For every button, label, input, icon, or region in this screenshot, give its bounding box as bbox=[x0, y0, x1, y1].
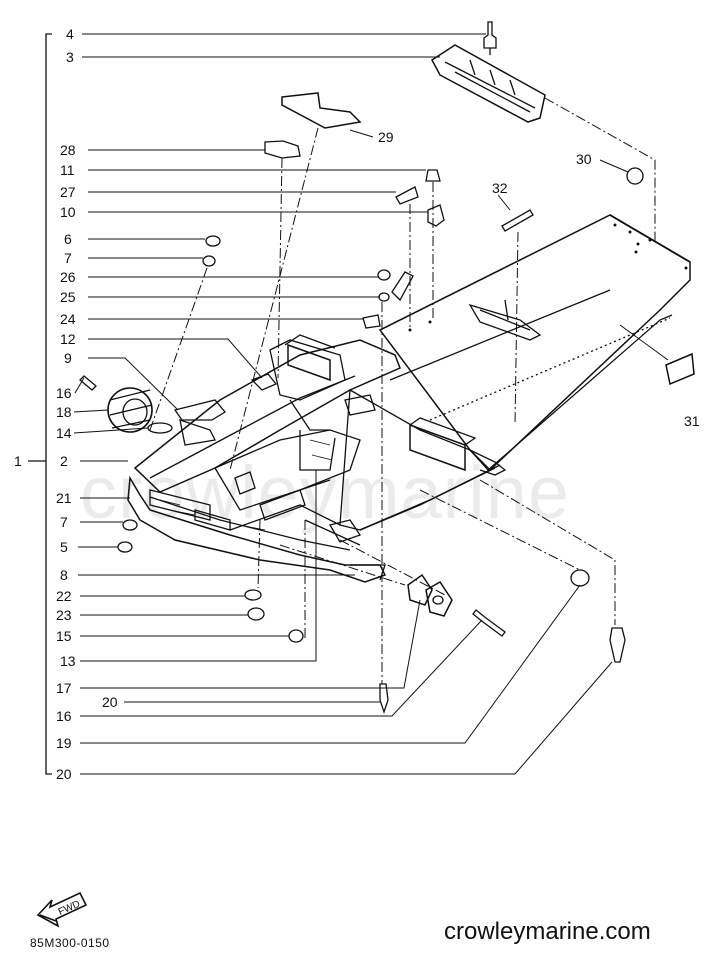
part-27-pad bbox=[395, 186, 419, 205]
callout-1: 1 bbox=[14, 453, 22, 469]
callout-2: 2 bbox=[60, 453, 68, 469]
callout-25: 25 bbox=[60, 289, 76, 305]
part-25-washer bbox=[378, 292, 390, 302]
part-31-label bbox=[665, 352, 695, 386]
part-3-bracket bbox=[431, 44, 546, 123]
part-19-cap bbox=[570, 569, 590, 587]
part-13-17-mount bbox=[407, 573, 453, 617]
part-9-bracket bbox=[173, 399, 226, 421]
callout-21: 21 bbox=[56, 490, 72, 506]
callout-15: 15 bbox=[56, 628, 72, 644]
callout-27: 27 bbox=[60, 184, 76, 200]
group-bracket bbox=[45, 33, 52, 775]
callout-7-top: 7 bbox=[64, 250, 72, 266]
site-url: crowleymarine.com bbox=[444, 918, 651, 945]
part-7-nut-top bbox=[202, 255, 216, 267]
callout-7-bottom: 7 bbox=[60, 514, 68, 530]
fwd-arrow bbox=[36, 891, 88, 928]
callout-32: 32 bbox=[492, 180, 508, 196]
part-15-grommet bbox=[288, 629, 304, 643]
part-16-lower-screw bbox=[472, 609, 506, 637]
callout-13: 13 bbox=[60, 653, 76, 669]
part-32-sticker bbox=[501, 209, 534, 232]
callout-9: 9 bbox=[64, 350, 72, 366]
tunnel-plate bbox=[378, 214, 691, 472]
part-28-pad bbox=[264, 140, 301, 159]
part-5-nut bbox=[117, 541, 133, 553]
callout-24: 24 bbox=[60, 311, 76, 327]
part-20-rivet-center bbox=[379, 683, 389, 715]
callout-17: 17 bbox=[56, 680, 72, 696]
part-7-nut-bottom bbox=[122, 519, 138, 531]
part-30-cap bbox=[626, 167, 644, 185]
callout-10: 10 bbox=[60, 204, 76, 220]
callout-8: 8 bbox=[60, 567, 68, 583]
callout-16-top: 16 bbox=[56, 385, 72, 401]
callout-14: 14 bbox=[56, 425, 72, 441]
part-22-washer bbox=[244, 589, 262, 601]
part-24-pad bbox=[362, 314, 381, 329]
callout-28: 28 bbox=[60, 142, 76, 158]
callout-5: 5 bbox=[60, 539, 68, 555]
callout-12: 12 bbox=[60, 331, 76, 347]
callout-19: 19 bbox=[56, 735, 72, 751]
callout-20-center: 20 bbox=[102, 694, 118, 710]
callout-22: 22 bbox=[56, 588, 72, 604]
callout-3: 3 bbox=[66, 49, 74, 65]
callout-18: 18 bbox=[56, 404, 72, 420]
part-16-screw bbox=[79, 375, 97, 391]
part-6-nut bbox=[205, 235, 221, 247]
part-25-link bbox=[391, 271, 414, 302]
part-29-pad bbox=[281, 92, 362, 129]
part-11-cap bbox=[425, 169, 441, 182]
part-4-rivet bbox=[483, 21, 497, 55]
callout-11: 11 bbox=[60, 162, 75, 178]
part-18-coil bbox=[107, 387, 153, 433]
callout-16-bottom: 16 bbox=[56, 708, 72, 724]
callout-26: 26 bbox=[60, 269, 76, 285]
callout-6: 6 bbox=[64, 231, 72, 247]
callout-4: 4 bbox=[66, 26, 74, 42]
frame-chassis bbox=[127, 334, 507, 583]
part-23-nut bbox=[247, 607, 265, 621]
part-10-bracket bbox=[427, 204, 445, 227]
callout-23: 23 bbox=[56, 607, 72, 623]
part-20-pin-right bbox=[609, 627, 626, 663]
diagram-code: 85M300-0150 bbox=[30, 936, 110, 950]
leader-lines bbox=[73, 33, 669, 775]
part-12-pad bbox=[250, 373, 278, 391]
part-26-cap bbox=[377, 269, 391, 281]
callout-20-bottom: 20 bbox=[56, 766, 72, 782]
callout-30: 30 bbox=[576, 151, 592, 167]
callout-29: 29 bbox=[378, 129, 394, 145]
callout-31: 31 bbox=[684, 413, 700, 429]
